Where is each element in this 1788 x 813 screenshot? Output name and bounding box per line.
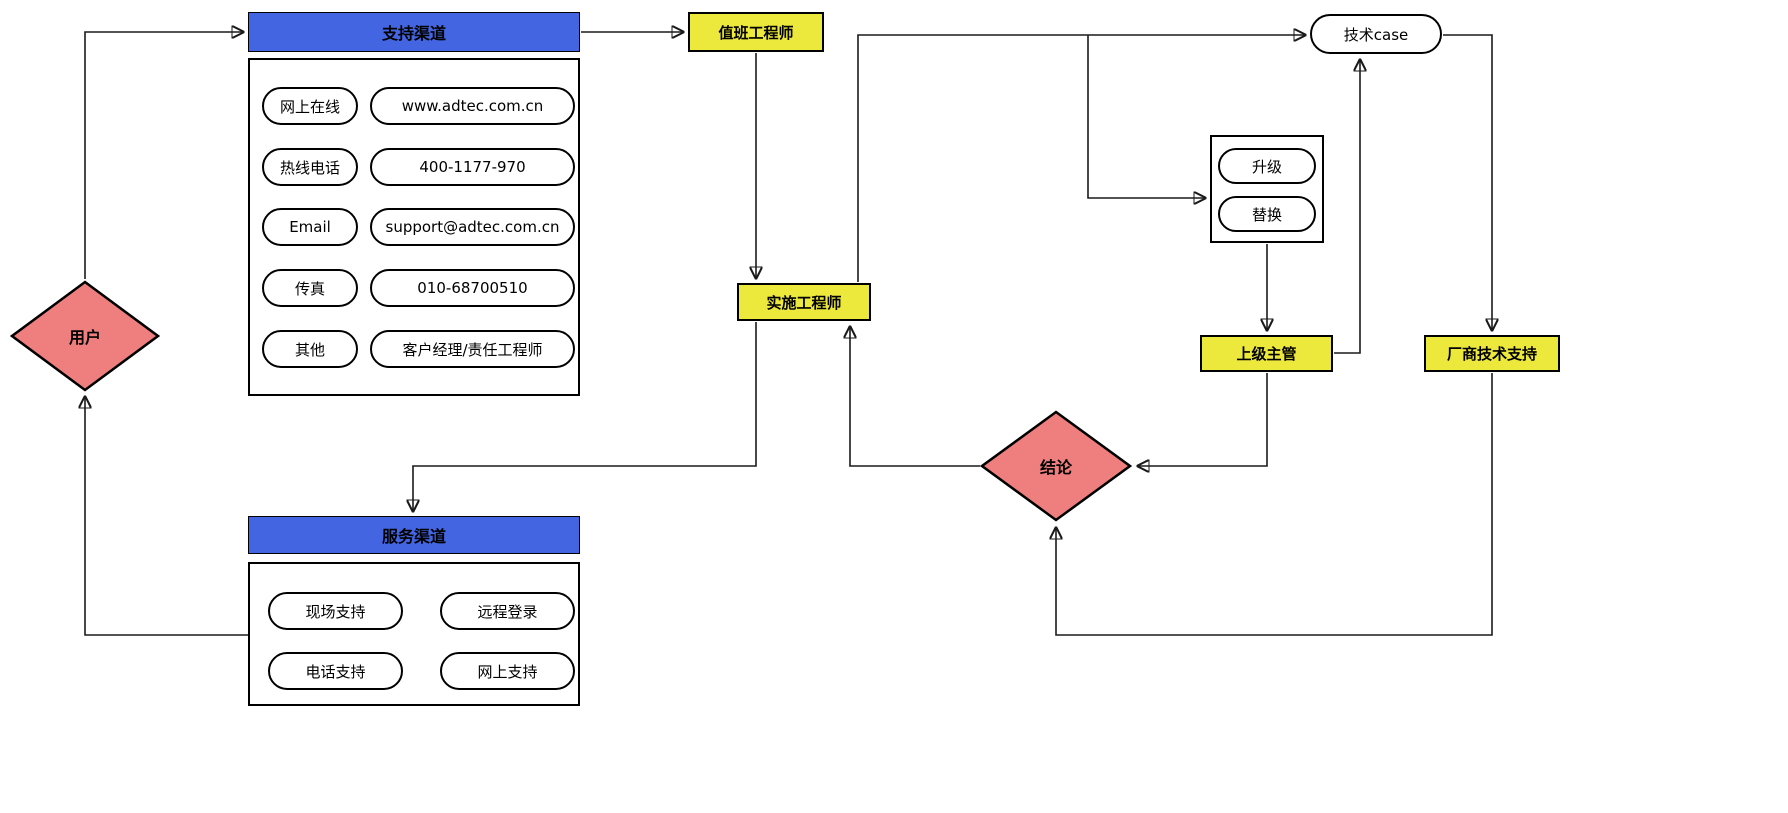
service-item: 电话支持 [268, 652, 403, 690]
support-row-type: 其他 [262, 330, 358, 368]
arrow-implementation-engineer-to-tech-case [857, 35, 1305, 282]
support-row-type: 传真 [262, 269, 358, 307]
node-supervisor: 上级主管 [1200, 335, 1333, 372]
node-conclusion: 结论 [980, 410, 1132, 522]
node-upgrade: 升级 [1218, 148, 1316, 184]
node-tech-case: 技术case [1310, 14, 1442, 54]
arrow-implementation-engineer-to-service-channels [413, 322, 757, 511]
arrow-tech-case-to-vendor-support [1443, 34, 1492, 330]
node-replace: 替换 [1218, 196, 1316, 232]
service-channels-box [248, 562, 580, 706]
node-duty-engineer: 值班工程师 [688, 12, 824, 52]
arrow-conclusion-to-implementation-engineer [850, 327, 980, 467]
service-item: 远程登录 [440, 592, 575, 630]
arrow-service-channels-to-user [85, 397, 248, 636]
support-row-type: Email [262, 208, 358, 246]
options-box-items: 升级 替换 [1210, 135, 1324, 243]
user-diamond-shape [10, 280, 160, 392]
arrow-branch-to-upgrade-replace [1087, 35, 1205, 198]
node-user-label: 用户 [68, 328, 101, 347]
node-support-channels: 支持渠道 [248, 12, 580, 52]
arrow-user-to-support-channels [84, 32, 243, 279]
service-item: 现场支持 [268, 592, 403, 630]
support-channels-rows: 网上在线 www.adtec.com.cn 热线电话 400-1177-970 … [248, 58, 580, 396]
node-vendor-support: 厂商技术支持 [1424, 335, 1560, 372]
arrow-vendor-support-to-conclusion [1056, 373, 1493, 636]
node-service-channels: 服务渠道 [248, 516, 580, 554]
arrow-supervisor-to-tech-case [1334, 60, 1360, 354]
support-row-type: 网上在线 [262, 87, 358, 125]
node-user: 用户 [10, 280, 160, 392]
service-item: 网上支持 [440, 652, 575, 690]
node-conclusion-label: 结论 [1039, 458, 1072, 477]
arrow-supervisor-to-conclusion [1138, 373, 1268, 466]
support-row-value: 400-1177-970 [370, 148, 575, 186]
support-row-type: 热线电话 [262, 148, 358, 186]
conclusion-diamond-shape [980, 410, 1132, 522]
support-row-value: www.adtec.com.cn [370, 87, 575, 125]
support-row-value: 客户经理/责任工程师 [370, 330, 575, 368]
service-channels-items: 现场支持 远程登录 电话支持 网上支持 [248, 562, 580, 706]
support-row-value: 010-68700510 [370, 269, 575, 307]
support-row-value: support@adtec.com.cn [370, 208, 575, 246]
node-implementation-engineer: 实施工程师 [737, 283, 871, 321]
